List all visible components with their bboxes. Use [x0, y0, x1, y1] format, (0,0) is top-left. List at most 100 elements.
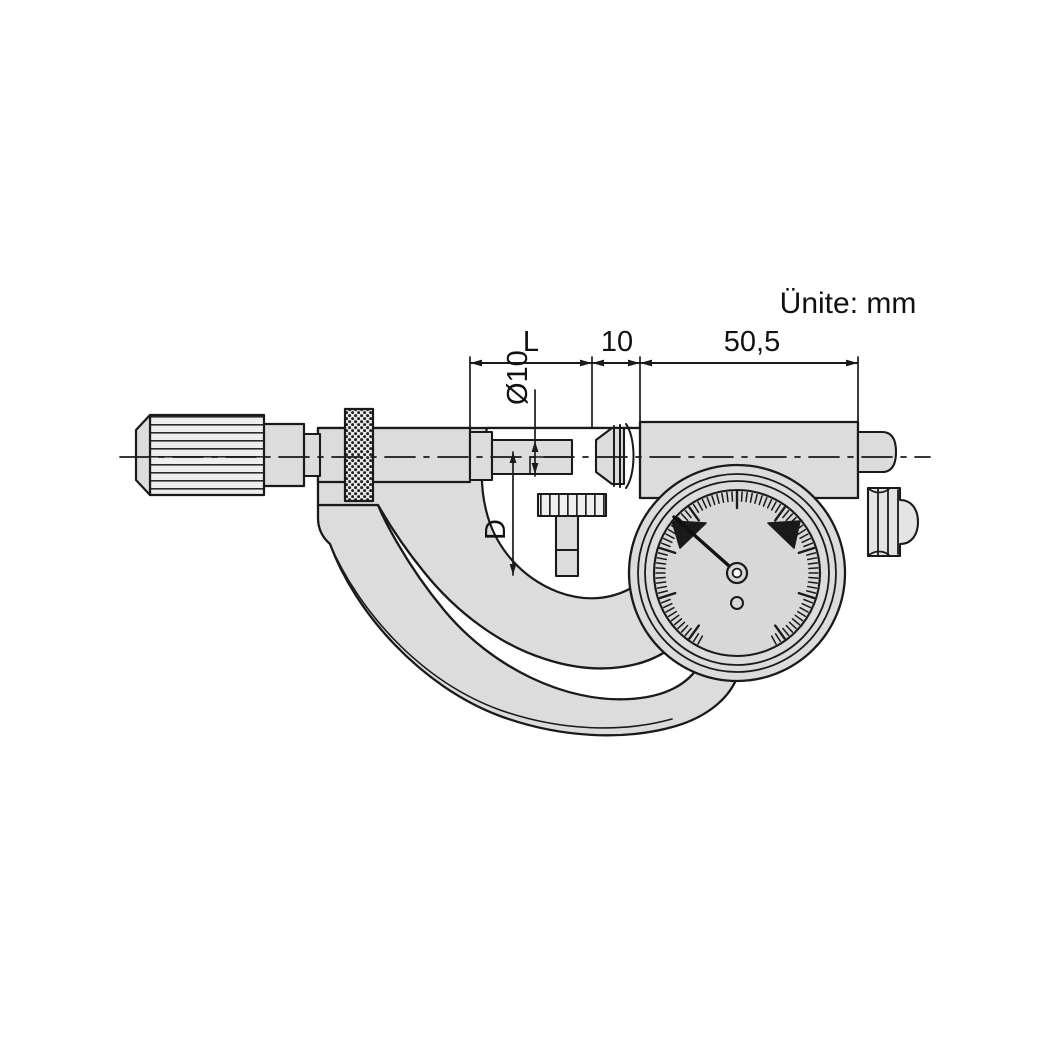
spindle-entry-collar [594, 423, 635, 489]
diameter-arrow-top [531, 441, 539, 452]
dial-tick-minor [655, 576, 666, 579]
lock-lever[interactable] [536, 492, 608, 578]
dimension-label-L: L [523, 326, 539, 358]
dial-tick-minor [665, 533, 675, 540]
dial-tolerance-markers [671, 520, 801, 549]
dial-graduations [655, 490, 819, 645]
dial-tick-minor [721, 492, 725, 504]
dial-tick-minor [774, 633, 782, 643]
feature-label-depth: D [480, 519, 512, 540]
dial-tick-minor [740, 491, 743, 502]
dial-tick-minor [785, 513, 794, 522]
dial-tick-minor [684, 509, 692, 519]
dial-tick-minor [806, 585, 818, 589]
dial-tick-minor [662, 602, 673, 609]
diameter-arrow-bottom [531, 463, 539, 474]
feature-label-diameter: Ø10 [502, 350, 534, 405]
dial-tick-minor [801, 602, 812, 609]
dial-tick-minor [655, 562, 667, 565]
dial-tick-minor [731, 491, 734, 502]
dial-tick-minor [697, 501, 704, 511]
dial-tick-minor [665, 606, 675, 613]
c-frame-outline [316, 503, 738, 737]
dial-tick-minor [808, 576, 819, 579]
dial-tick-minor [766, 498, 773, 509]
bellows-boot-outline [866, 486, 920, 558]
dial-tick-minor [807, 562, 819, 565]
unit-note: Ünite: mm [780, 287, 917, 320]
depth-arrow-top [509, 452, 517, 463]
dial-tick-minor [799, 606, 809, 613]
anvil-spindle-assembly [468, 430, 574, 482]
dial-tick-minor [670, 614, 680, 622]
dial-tick-minor [697, 635, 704, 645]
dimension-label-10: 10 [601, 326, 633, 358]
lock-lever-head[interactable] [536, 492, 608, 518]
thimble-assembly [134, 413, 306, 497]
dial-tick-major [658, 591, 677, 600]
dial-bezel-ring2 [637, 473, 837, 673]
dial-tick-minor [655, 567, 666, 570]
c-frame-inner-relief [329, 543, 673, 729]
thimble-knurl [148, 413, 266, 497]
collar-boot [625, 423, 635, 489]
dial-tick-minor [673, 618, 683, 626]
dial-tick-minor [749, 492, 753, 504]
dial-tick-minor [656, 557, 668, 561]
dial-tick-minor [805, 590, 817, 594]
thimble-cap [134, 413, 152, 497]
dial-tick-minor [677, 621, 686, 630]
dial-tick-minor [797, 610, 807, 618]
dial-tick-minor [726, 491, 729, 503]
dial-tick-minor [657, 590, 669, 594]
dial-sub-hole [730, 596, 744, 610]
lock-lever-stem[interactable] [554, 514, 580, 552]
dimension-arrowheads [470, 359, 858, 367]
depth-arrow-bottom [509, 564, 517, 575]
dial-tick-minor [701, 498, 708, 509]
dial-tick-minor [770, 635, 777, 645]
dial-tick-minor [785, 624, 794, 633]
dial-tick-minor [791, 618, 801, 626]
dial-tick-minor [770, 501, 777, 511]
dial-tick-major [797, 591, 816, 600]
dial-tick-minor [692, 503, 700, 513]
dial-tick-minor [758, 495, 763, 506]
dial-tick-minor [806, 557, 818, 561]
dial-tick-minor [762, 496, 768, 507]
dial-hub-inner [731, 567, 743, 579]
dial-tick-minor [706, 496, 712, 507]
dial-tick-minor [662, 537, 673, 544]
dial-tick-minor [803, 542, 814, 548]
barrel-sleeve [316, 426, 472, 484]
dial-tick-major [658, 546, 677, 555]
thimble-collar [260, 422, 306, 488]
dial-tick-minor [745, 491, 748, 503]
bellows-boot [866, 486, 920, 558]
dial-tick-minor [774, 503, 782, 513]
collar-body [594, 426, 626, 486]
dial-tick-minor [788, 621, 797, 630]
dial-tick-minor [660, 598, 671, 604]
dial-tick-minor [807, 581, 819, 584]
dial-tick-minor [657, 552, 669, 556]
dial-tick-minor [684, 627, 692, 637]
anvil-flange [468, 430, 494, 482]
dial-tick-minor [692, 633, 700, 643]
dial-tick-major [688, 506, 700, 522]
lock-lever-foot[interactable] [554, 548, 580, 578]
c-frame [316, 503, 738, 737]
dial-tick-minor [797, 528, 807, 536]
dial-tick-minor [655, 581, 667, 584]
dial-tick-minor [656, 585, 668, 589]
dial-tick-major [774, 624, 786, 640]
tolerance-marker-right [767, 520, 801, 549]
dial-tick-major [774, 506, 786, 522]
dial-tick-minor [808, 567, 819, 570]
dial-tick-minor [799, 533, 809, 540]
dial-tick-minor [782, 627, 790, 637]
dial-tick-major [797, 546, 816, 555]
boot-scallop-bottom [867, 550, 891, 557]
